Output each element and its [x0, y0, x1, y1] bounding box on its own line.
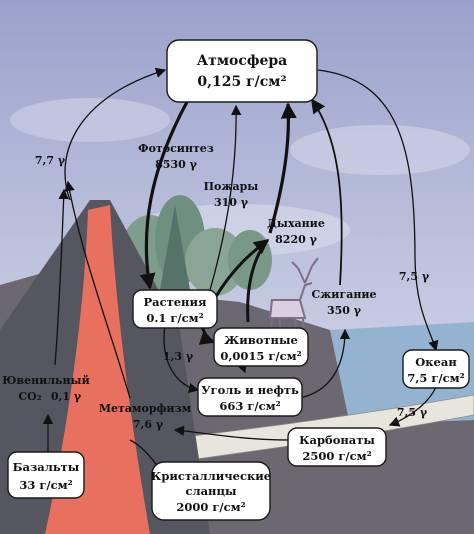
volcanic-flow-value: 7,7 γ [35, 154, 66, 167]
arrow-metamorphism-up [64, 180, 131, 399]
arrow-carbonates-to-metamorphism [173, 425, 291, 441]
ocean-label: Океан [415, 355, 457, 369]
arrow-plants-to-coal [163, 324, 200, 394]
to-ocean-flow-value: 7,5 γ [399, 270, 430, 283]
arrow-ocean-to-carbonates [388, 386, 437, 427]
metamorphism-label: Метаморфизм [99, 402, 192, 415]
juvenile-label: Ювенильный [2, 374, 89, 387]
fires-value: 310 γ [214, 196, 249, 209]
coal-oil-value: 663 г/см² [219, 399, 280, 413]
atmosphere-value: 0,125 г/см² [197, 74, 286, 90]
metamorphism-value: 7,6 γ [133, 418, 164, 431]
combustion-value: 350 γ [327, 304, 362, 317]
arrow-juvenile-up [54, 188, 69, 366]
basalts-value: 33 г/см² [19, 478, 72, 492]
deer-illustration [268, 257, 319, 336]
schists-box [151, 461, 271, 521]
arrow-plants-respiration [213, 238, 270, 299]
ocean-box [402, 349, 470, 389]
photosynthesis-value: 8530 γ [155, 158, 197, 171]
schists-label-line2: сланцы [185, 484, 236, 498]
arrow-animals-respiration [246, 247, 264, 323]
plants-value: 0.1 г/см² [146, 311, 203, 325]
animals-label: Животные [224, 333, 298, 347]
arrow-combustion [310, 98, 343, 286]
juvenile-co2: CO₂ [18, 390, 41, 403]
basalts-box [7, 451, 85, 499]
plants-to-coal-value: 1,3 γ [163, 350, 194, 363]
respiration-value: 8220 γ [275, 233, 317, 246]
carbonates-value: 2500 г/см² [302, 449, 371, 463]
arrow-coal-to-combustion [299, 328, 351, 399]
coal-oil-box [197, 377, 303, 417]
schists-value: 2000 г/см² [176, 500, 245, 514]
coal-oil-label: Уголь и нефть [201, 383, 299, 397]
plants-label: Растения [144, 295, 207, 309]
carbonates-label: Карбонаты [299, 433, 375, 447]
arrow-photosynthesis [139, 99, 190, 290]
ocean-to-carbonates-value: 7,5 γ [397, 406, 428, 419]
atmosphere-label: Атмосфера [197, 53, 288, 69]
cloud [10, 98, 170, 142]
combustion-label: Сжигание [311, 288, 376, 301]
arrow-respiration [268, 102, 297, 234]
juvenile-value: 0,1 γ [51, 390, 82, 403]
ocean-value: 7,5 г/см² [407, 371, 464, 385]
animals-box [213, 327, 309, 367]
photosynthesis-label: Фотосинтез [138, 142, 214, 155]
arrow-atmosphere-to-ocean [317, 69, 439, 352]
fires-label: Пожары [204, 180, 259, 193]
respiration-label: Дыхание [267, 217, 325, 230]
carbonates-box [287, 427, 387, 467]
atmosphere-box [166, 39, 318, 103]
plants-box [132, 289, 218, 329]
cloud [290, 125, 470, 175]
schists-label-line1: Кристаллические [151, 469, 271, 483]
animals-value: 0,0015 г/см² [220, 349, 301, 363]
arrow-fires [209, 104, 242, 291]
basalts-label: Базальты [13, 460, 80, 474]
